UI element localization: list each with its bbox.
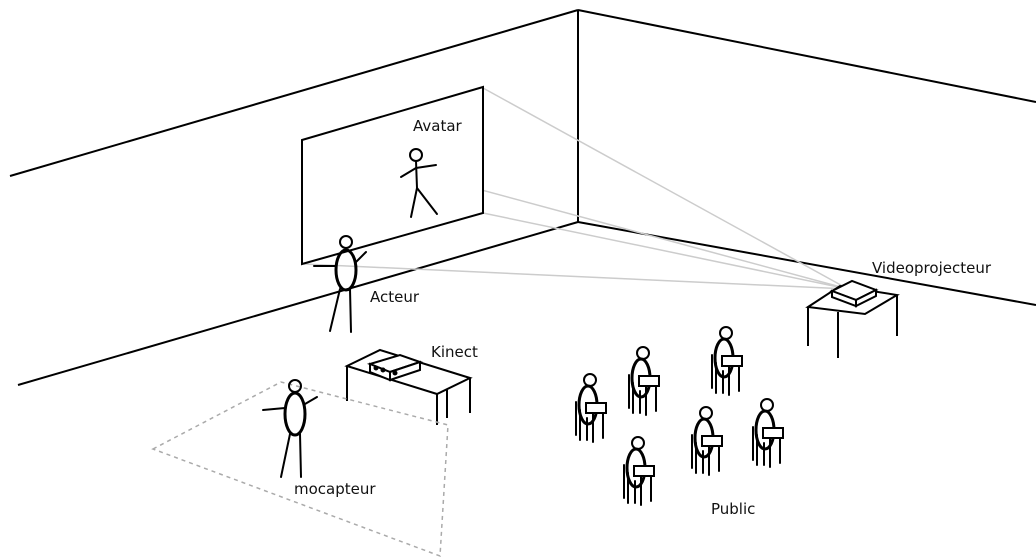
room-walls [9,9,1036,386]
kinect-label: Kinect [431,343,478,361]
spectator [575,373,607,443]
spectator [691,406,723,476]
kinect-sensor [366,353,424,382]
avatar-label: Avatar [413,117,463,135]
public-audience [575,326,784,506]
spectator [752,398,784,468]
projection-screen [301,85,484,266]
mocap-zone [151,381,449,558]
spectator [623,436,655,506]
projector-label: Videoprojecteur [872,259,992,277]
avatar-figure [400,148,438,218]
projector-device [829,279,879,308]
public-label: Public [711,500,755,518]
spectator [711,326,743,396]
actor-label: Acteur [370,288,420,306]
actor-figure [313,235,367,333]
spectator [628,346,660,416]
mocap-label: mocapteur [294,480,376,498]
mocap-figure [262,379,318,478]
